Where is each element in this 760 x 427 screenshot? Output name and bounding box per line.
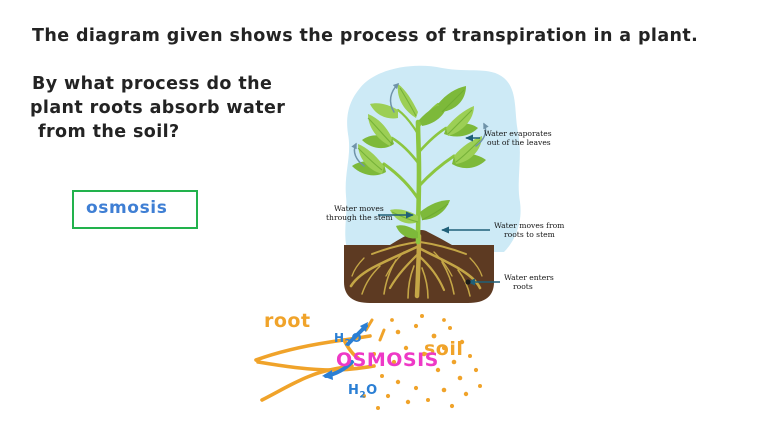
question-line-2: plant roots absorb water (30, 98, 286, 118)
answer-text: osmosis (86, 198, 168, 218)
callout-arrows (378, 134, 500, 286)
transpiration-diagram: Water evaporates out of the leaves Water… (326, 65, 564, 303)
annotation-soil-dots (362, 314, 482, 410)
label-evaporates-line2: out of the leaves (487, 138, 551, 147)
annotation-soil-dashes (364, 318, 386, 342)
label-evaporates-line1: Water evaporates (484, 129, 552, 138)
label-roots-to-stem-line2: roots to stem (504, 230, 555, 239)
label-enters-roots-line1: Water enters (504, 273, 554, 282)
label-enters-roots-line2: roots (513, 282, 533, 291)
callout-labels: Water evaporates out of the leaves Water… (326, 129, 564, 291)
annotation-h2o-bottom: H2O (348, 383, 378, 401)
h2o-top-h: H (334, 331, 345, 345)
annotation-h2o-top: H2O (334, 331, 362, 348)
h2o-top-sub: 2 (344, 338, 352, 349)
evaporation-arrows (351, 82, 489, 167)
h2o-bottom-o: O (366, 383, 378, 398)
h2o-bottom-h: H (348, 383, 360, 398)
hand-annotation-layer (254, 314, 482, 410)
page-title: The diagram given shows the process of t… (32, 26, 699, 46)
question-line-1: By what process do the (32, 74, 273, 94)
question-prompt: By what process do the plant roots absor… (30, 72, 322, 144)
annotation-soil-label: soil (424, 338, 464, 360)
annotation-root-shape (254, 334, 376, 402)
leaf-veins (357, 87, 481, 223)
plant-stem (382, 102, 456, 245)
label-stem-line2: through the stem (326, 213, 393, 222)
h2o-bottom-sub: 2 (359, 390, 367, 401)
annotation-arrow-heads (322, 322, 368, 380)
annotation-osmosis-label: OSMOSIS (336, 349, 439, 371)
annotation-root-label: root (264, 310, 311, 332)
question-line-3: from the soil? (38, 122, 180, 142)
root-system (349, 233, 483, 299)
h2o-top-o: O (351, 331, 363, 345)
label-roots-to-stem-line1: Water moves from (494, 221, 564, 230)
label-stem-line1: Water moves (334, 204, 384, 213)
answer-box[interactable] (72, 190, 198, 229)
